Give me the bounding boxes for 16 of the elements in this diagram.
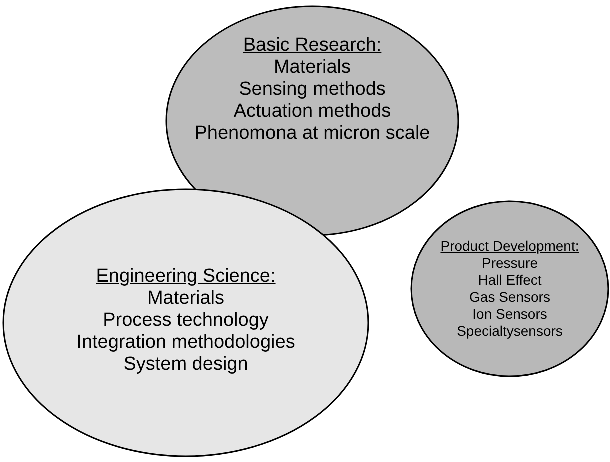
heading-text: Engineering Science: [96,266,276,288]
heading-text: Basic Research: [243,35,382,57]
list-item-text: Ion Sensors [472,306,548,323]
list-item-text: Process technology [103,310,269,332]
list-item-text: Phenomona at micron scale [194,123,430,145]
list-item-text: Specialtysensors [457,323,563,340]
list-item-text: Pressure [482,255,538,272]
list-item-text: System design [124,354,248,376]
heading-text: Product Development: [440,238,580,255]
list-item-text: Integration methodologies [76,332,296,354]
list-item-text: Actuation methods [234,101,392,123]
list-item-text: Sensing methods [239,79,386,101]
list-item-text: Materials [274,57,352,79]
list-item-text: Hall Effect [478,272,542,289]
list-item-text: Gas Sensors [470,289,550,306]
list-item-text: Materials [147,288,225,310]
